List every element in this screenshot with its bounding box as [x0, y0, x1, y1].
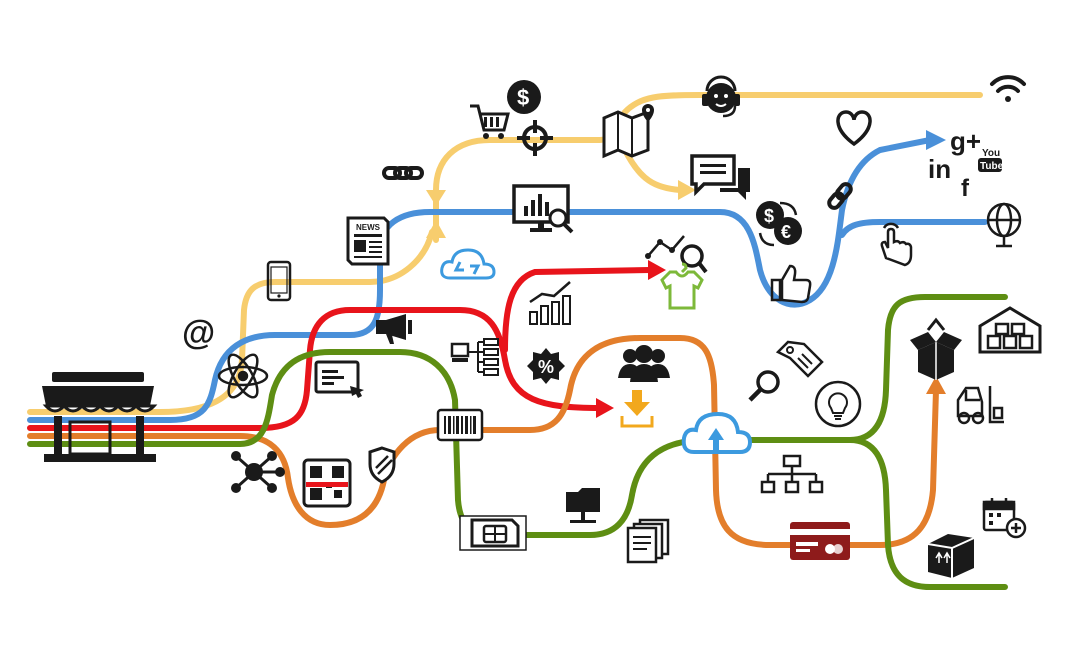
download-icon	[620, 390, 654, 428]
link-icon	[827, 182, 853, 210]
social-media-icon: g+ in f You Tube	[928, 126, 1004, 202]
analytics-monitor-icon	[512, 184, 574, 234]
green-route	[27, 294, 1008, 538]
heart-icon	[836, 110, 872, 147]
red-arrow-branch-head	[648, 260, 666, 280]
currency-dollar-text: $	[764, 206, 774, 226]
sim-card-icon	[459, 515, 527, 551]
yellow-arrow-chat-head	[678, 180, 696, 200]
crosshair-icon	[517, 120, 553, 156]
dollar-coin-text: $	[517, 85, 529, 110]
yellow-arrow-up-head	[426, 220, 446, 238]
price-tag-icon	[775, 340, 824, 378]
smartphone-icon	[266, 260, 292, 302]
blue-arrow-head	[926, 130, 946, 150]
yellow-arrow-head	[426, 190, 446, 206]
red-route	[27, 307, 603, 431]
youtube-tube-text: Tube	[980, 161, 1004, 172]
route-lines	[27, 92, 1008, 590]
blue-branch	[839, 219, 988, 238]
news-icon-text: NEWS	[356, 223, 381, 232]
sitemap-icon	[760, 454, 824, 494]
line-chart-icon	[529, 281, 571, 325]
network-nodes-icon	[231, 451, 285, 493]
yellow-branch	[622, 147, 683, 193]
store-icon	[42, 372, 158, 462]
atom-icon	[217, 353, 269, 399]
dollar-coin-icon: $	[507, 80, 541, 114]
arrow-heads	[426, 130, 946, 418]
tshirt-icon	[660, 262, 704, 310]
documents-icon	[626, 518, 670, 564]
chain-link-icon	[382, 166, 424, 180]
lightbulb-icon	[814, 380, 862, 428]
search-analytics-icon	[645, 235, 708, 274]
orange-route	[27, 335, 939, 548]
youtube-tube-box	[978, 158, 1002, 172]
orange-arrow-head	[926, 376, 946, 394]
shopping-cart-icon	[470, 104, 510, 139]
facebook-text: f	[961, 175, 970, 202]
credit-card-icon	[790, 522, 850, 560]
calendar-add-icon	[982, 498, 1027, 539]
wifi-icon	[990, 75, 1026, 102]
magnifier-icon	[748, 370, 780, 402]
tablet-touch-icon	[314, 360, 364, 398]
shield-icon	[368, 446, 396, 484]
cloud-upload-icon	[681, 411, 753, 454]
server-tree-icon	[450, 338, 499, 376]
globe-icon	[986, 202, 1022, 248]
barcode-icon	[436, 408, 484, 442]
megaphone-icon	[376, 314, 412, 344]
currency-exchange-icon: $ €	[756, 201, 802, 247]
forklift-icon	[956, 386, 1004, 425]
chat-bubbles-icon	[690, 154, 750, 200]
currency-euro-text: €	[781, 222, 791, 242]
cloud-sync-icon	[440, 248, 496, 280]
headset-support-icon	[702, 75, 740, 118]
package-open-icon	[910, 317, 962, 380]
touch-hand-icon	[880, 222, 913, 267]
map-pin-icon	[602, 104, 654, 159]
news-icon: NEWS	[346, 216, 390, 266]
qr-code-icon	[302, 458, 352, 508]
linkedin-text: in	[928, 154, 951, 184]
warehouse-icon	[978, 306, 1042, 354]
green-branch	[847, 437, 1008, 590]
shipping-box-icon	[927, 534, 975, 578]
thumbs-up-icon	[770, 264, 812, 304]
at-sign-icon: @	[182, 314, 215, 352]
youtube-you-text: You	[982, 148, 1000, 159]
blue-route	[27, 137, 933, 423]
percent-badge-icon: %	[527, 348, 565, 384]
red-arrow-head	[596, 398, 614, 418]
folder-network-icon	[566, 488, 600, 523]
users-group-icon	[618, 345, 670, 382]
google-plus-text: g+	[950, 126, 981, 156]
percent-badge-text: %	[538, 357, 554, 377]
red-branch	[502, 267, 653, 353]
